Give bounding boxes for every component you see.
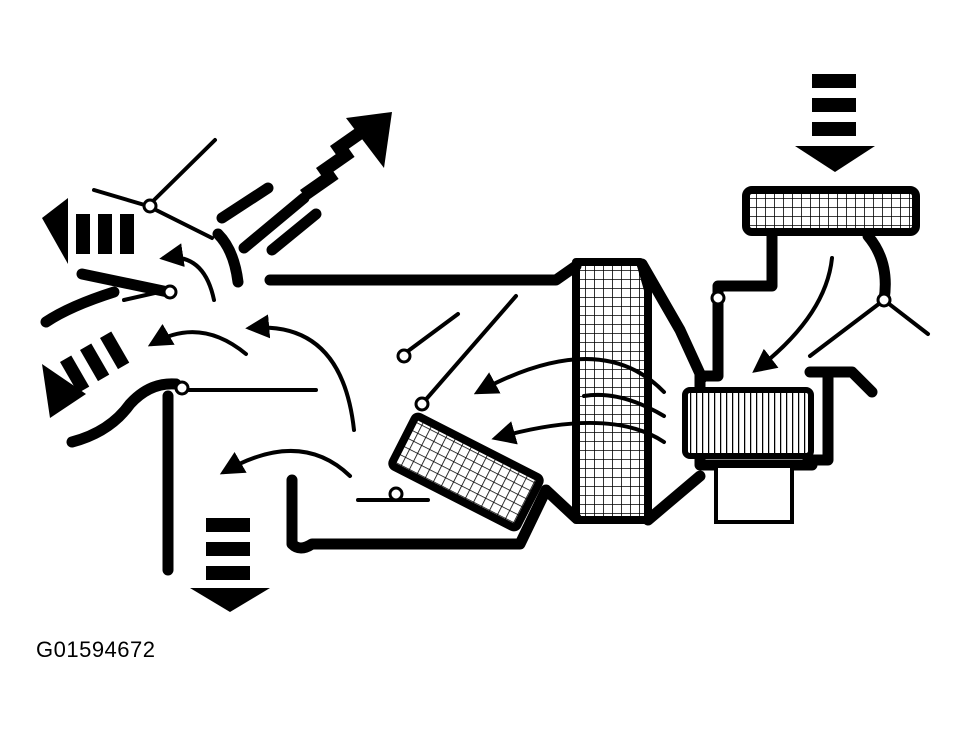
defrost-duct-outer [212, 228, 244, 288]
mode-door-pivot [174, 380, 190, 396]
vent-duct-lower [40, 286, 120, 328]
defrost-door [146, 204, 214, 240]
defrost-duct-b [238, 192, 310, 254]
air-inlet-filter [742, 186, 920, 236]
floor-duct-upper [66, 378, 182, 448]
inlet-duct-left-wall [694, 230, 778, 382]
recirc-door [808, 298, 886, 358]
vent-outlet-upper-arrow [42, 198, 134, 264]
airflow-arrow-evap-lower [491, 421, 666, 445]
case-lower-wall [286, 474, 582, 554]
figure-id-label: G01594672 [36, 637, 156, 662]
defrost-duct-a [216, 182, 274, 224]
floor-outlet-arrow [190, 518, 270, 612]
vent-outlet-lower-arrow [42, 331, 130, 418]
airflow-arrow-vent [147, 323, 248, 356]
defrost-door-arm [146, 138, 217, 208]
blower-motor [714, 464, 794, 524]
floor-door-pivot [388, 486, 404, 502]
fresh-air-inlet-arrow [795, 74, 875, 172]
heater-core [388, 412, 544, 532]
evaporator-case-top [636, 258, 708, 384]
airflow-arrow-defrost [159, 243, 216, 302]
airflow-arrow-floor [219, 448, 352, 478]
recirc-door-pivot [876, 292, 892, 308]
vent-duct-upper [76, 268, 174, 298]
inlet-duct-right-wall [862, 230, 891, 306]
blend-door [402, 312, 460, 356]
fresh-air-door-pivot [710, 290, 726, 306]
defrost-outlet-arrow [300, 112, 392, 201]
blend-door-pivot [396, 348, 412, 364]
heater-core-wall [420, 294, 518, 406]
blower-housing [694, 366, 878, 471]
vent-door [122, 288, 170, 302]
evaporator-core [572, 258, 652, 524]
airflow-arrow-inlet [752, 256, 834, 373]
heater-wall-pivot [414, 396, 430, 412]
blower-wheel [682, 387, 814, 459]
recirc-door-arm [882, 298, 930, 336]
airflow-arrow-evap-upper [473, 357, 666, 395]
defrost-door-tail [92, 188, 150, 208]
vent-door-pivot [162, 284, 178, 300]
defrost-duct-c [266, 208, 322, 256]
evaporator-case-bottom [642, 470, 706, 526]
defrost-door-pivot [142, 198, 158, 214]
airflow-arrow-mix [245, 314, 356, 432]
airflow-arrow-evap-mid [582, 392, 666, 418]
case-upper-wall [264, 260, 582, 286]
